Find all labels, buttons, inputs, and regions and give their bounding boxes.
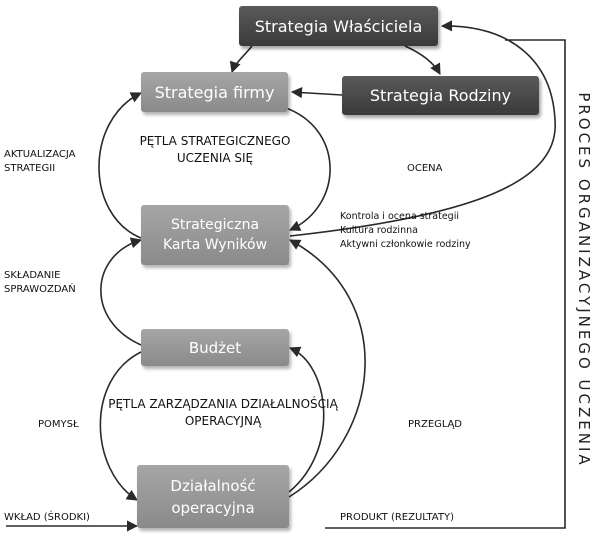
reporting-line1: SKŁADANIE — [4, 270, 61, 281]
budget-box: Budżet — [141, 329, 289, 366]
operational-loop-title: PĘTLA ZARZĄDZANIA DZIAŁALNOŚCIĄ OPERACYJ… — [98, 396, 348, 430]
scorecard-notes: Kontrola i ocena strategii Kultura rodzi… — [340, 210, 471, 252]
output-label: PRODUKT (REZULTATY) — [340, 512, 454, 523]
strategic-loop-title: PĘTLA STRATEGICZNEGO UCZENIA SIĘ — [125, 133, 305, 167]
strategic-loop-line1: PĘTLA STRATEGICZNEGO — [139, 134, 291, 148]
family-strategy-label: Strategia Rodziny — [369, 86, 512, 105]
strategy-update-line2: STRATEGII — [4, 163, 56, 174]
owner-strategy-box: Strategia Właściciela — [239, 6, 438, 46]
operations-box: Działalność operacyjna — [137, 465, 289, 528]
operational-loop-line1: PĘTLA ZARZĄDZANIA DZIAŁALNOŚCIĄ — [108, 397, 338, 411]
scorecard-label-line2: Karta Wyników — [162, 237, 268, 253]
scorecard-note-1: Kontrola i ocena strategii — [340, 211, 459, 222]
arrow-owner-to-company — [229, 45, 253, 74]
scorecard-note-2: Kultura rodzinna — [340, 225, 418, 236]
scorecard-box: Strategiczna Karta Wyników — [141, 205, 289, 265]
idea-label: POMYSŁ — [38, 419, 79, 430]
strategy-update-label: AKTUALIZACJA STRATEGII — [4, 148, 76, 176]
arrow-product-to-process — [325, 39, 566, 529]
arrow-assessment — [289, 20, 556, 237]
company-strategy-box: Strategia firmy — [141, 72, 288, 112]
reporting-line2: SPRAWOZDAŃ — [4, 284, 76, 295]
arrow-company-to-scorecard — [279, 105, 331, 231]
review-label: PRZEGLĄD — [408, 419, 463, 430]
scorecard-note-3: Aktywni członkowie rodziny — [340, 239, 471, 250]
owner-strategy-label: Strategia Właściciela — [254, 16, 423, 36]
organizational-learning-process-label: PROCES ORGANIZACYJNEGO UCZENIA — [575, 92, 593, 468]
budget-label: Budżet — [188, 338, 242, 357]
reporting-label: SKŁADANIE SPRAWOZDAŃ — [4, 269, 76, 297]
arrow-family-to-company — [290, 87, 343, 99]
input-label: WKŁAD (ŚRODKI) — [4, 512, 90, 523]
strategy-update-line1: AKTUALIZACJA — [4, 149, 76, 160]
arrow-review — [288, 346, 325, 493]
arrow-product-to-scorecard — [288, 239, 366, 498]
arrow-strategy-update — [98, 92, 143, 239]
company-strategy-label: Strategia firmy — [154, 82, 275, 102]
arrow-idea — [99, 351, 142, 501]
assessment-label: OCENA — [407, 163, 443, 174]
operations-label-line1: Działalność — [170, 476, 256, 495]
family-strategy-box: Strategia Rodziny — [342, 76, 539, 115]
operations-label-line2: operacyjna — [171, 498, 255, 517]
arrow-reporting — [100, 237, 143, 346]
strategic-loop-line2: UCZENIA SIĘ — [176, 151, 254, 165]
organizational-learning-process: PROCES ORGANIZACYJNEGO UCZENIA — [572, 70, 596, 490]
operational-loop-line2: OPERACYJNĄ — [184, 414, 262, 428]
arrow-owner-to-family — [404, 45, 441, 75]
scorecard-label-line1: Strategiczna — [170, 217, 260, 233]
